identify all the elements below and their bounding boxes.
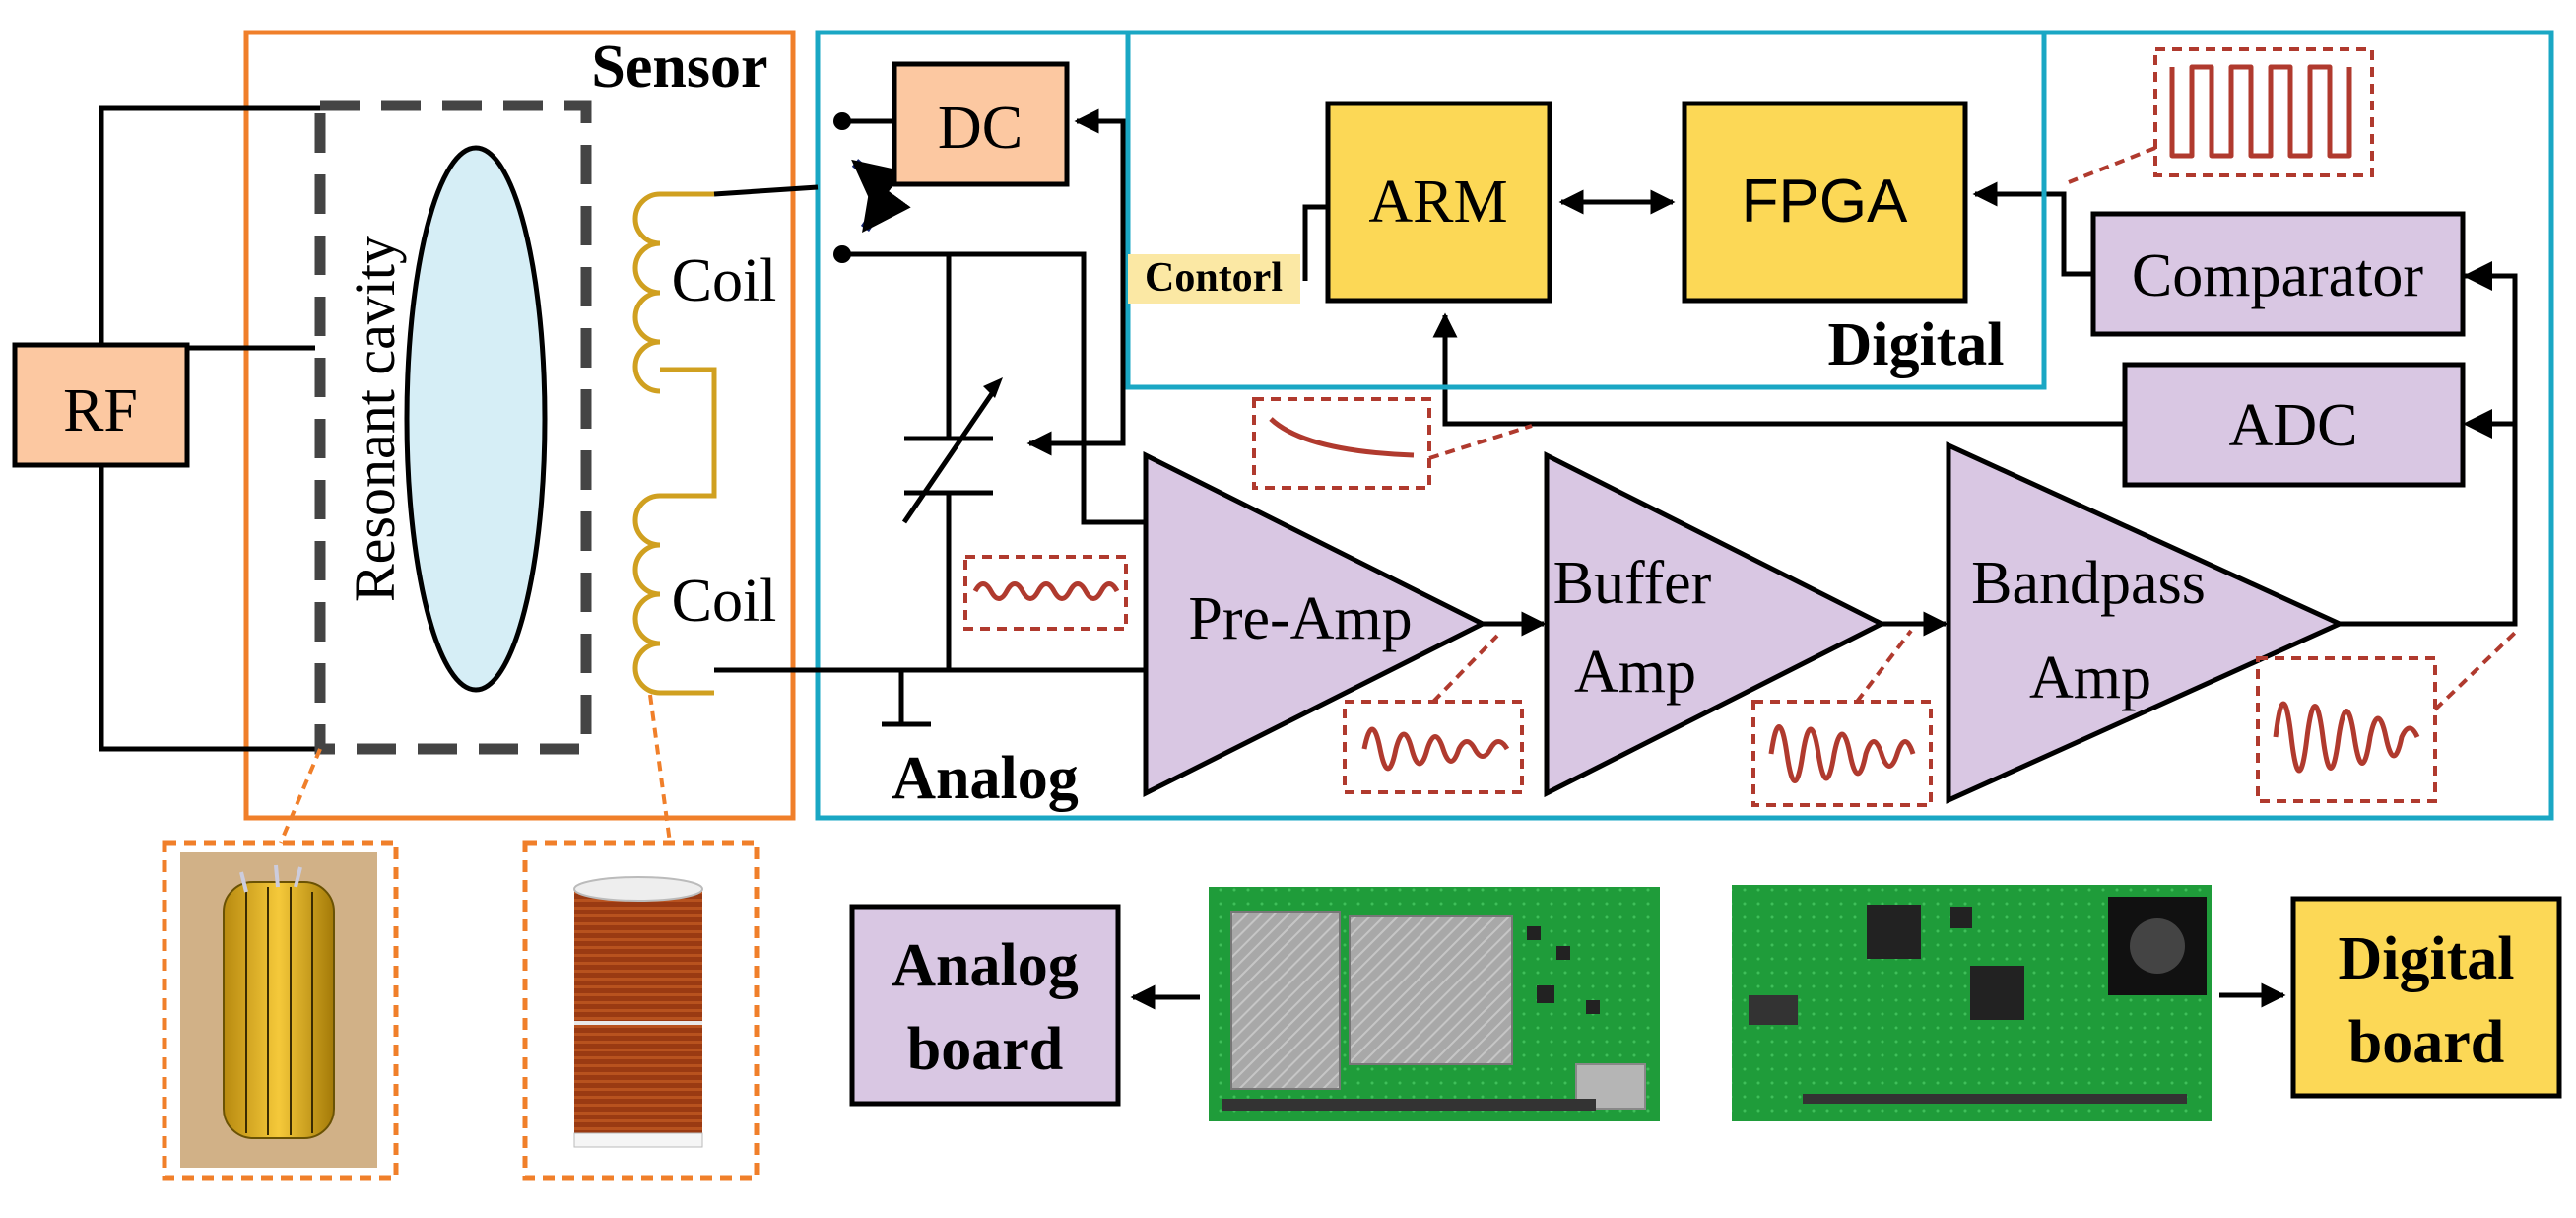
coil-bottom-label: Coil — [672, 568, 777, 635]
analog-board-box — [849, 904, 1121, 1107]
control-to-capacitor-wire — [1026, 281, 1126, 456]
analog-board-label-line1: Analog — [892, 932, 1078, 999]
buffer-amp-label-line2: Amp — [1574, 639, 1696, 706]
resonant-cavity-label: Resonant cavity — [343, 236, 407, 602]
resonant-cavity-outline — [314, 100, 592, 755]
cavity-photo-callout — [162, 840, 399, 1181]
input-signal-wave — [972, 581, 1120, 601]
dc-label: DC — [938, 95, 1023, 162]
arm-block — [1325, 101, 1552, 304]
fpga-block — [1682, 101, 1968, 304]
digital-board-label-line2: board — [2348, 1009, 2504, 1076]
variable-capacitor-icon — [901, 387, 998, 524]
resonant-cavity-ellipse — [404, 145, 548, 693]
adc-decay-callout — [1252, 397, 1431, 490]
buffer-amp-label-line1: Buffer — [1553, 550, 1712, 617]
analog-title: Analog — [892, 745, 1078, 812]
cavity-photo — [180, 852, 377, 1168]
fpga-label: FPGA — [1742, 168, 1908, 236]
arm-to-control-wire — [1302, 204, 1328, 281]
pre-amp-block — [1143, 450, 1488, 798]
square-wave — [2169, 64, 2352, 159]
capacitor-wire — [714, 254, 1146, 724]
adc-decay-leader — [1428, 424, 1533, 460]
analog-board-label-line2: board — [907, 1016, 1063, 1083]
coil-photo-callout — [522, 840, 760, 1181]
comparator-label: Comparator — [2132, 242, 2423, 309]
adc-to-arm-wire — [1432, 312, 2125, 427]
control-label: Contorl — [1145, 255, 1283, 301]
switch-terminal-top — [833, 112, 851, 130]
sensor-title: Sensor — [591, 34, 767, 101]
to-adc-arrowhead — [2463, 409, 2492, 439]
digital-pcb-photo — [1732, 885, 2212, 1121]
bandpass-amp-label-line1: Bandpass — [1971, 550, 2206, 617]
bandpass-amp-output-wave — [2273, 701, 2420, 774]
rf-block — [12, 342, 190, 468]
digital-board-label-line1: Digital — [2338, 925, 2514, 992]
buffer-amp-block — [1544, 450, 1887, 798]
coil-top-label: Coil — [672, 247, 777, 314]
bandpass-amp-output-callout — [2256, 656, 2437, 803]
coil-top — [632, 191, 717, 696]
pre-amp-output-leader — [1431, 634, 1499, 704]
pre-amp-output-wave — [1361, 726, 1510, 772]
cavity-photo-leader — [279, 748, 322, 844]
rf-wire — [99, 105, 320, 752]
variable-capacitor-arrowhead — [983, 377, 1003, 398]
to-comparator-arrowhead — [2463, 261, 2492, 291]
ground-icon — [882, 690, 931, 727]
buffer-amp-output-callout — [1751, 700, 1933, 807]
bandpass-amp-label-line2: Amp — [2029, 644, 2151, 711]
analog-pcb-photo — [1209, 887, 1660, 1121]
buffer-amp-output-wave — [1768, 724, 1916, 783]
bandpass-amp-output-leader — [2433, 631, 2517, 711]
sensor-border — [243, 30, 796, 821]
adc-label: ADC — [2229, 392, 2358, 459]
pre-amp-label: Pre-Amp — [1188, 585, 1412, 652]
coil-photo — [573, 876, 703, 1148]
control-to-dc-wire — [1074, 108, 1126, 281]
rf-label: RF — [63, 377, 138, 444]
bandpass-amp-block — [1946, 441, 2346, 804]
control-label-bg — [1128, 254, 1300, 304]
square-wave-callout — [2153, 47, 2374, 177]
digital-border — [1125, 30, 2047, 390]
digital-title: Digital — [1827, 311, 2004, 378]
square-wave-leader — [2068, 146, 2156, 184]
arm-label: ARM — [1368, 169, 1507, 236]
switch-terminal-bottom — [833, 245, 851, 263]
comparator-block — [2090, 211, 2466, 337]
pre-amp-output-callout — [1343, 700, 1524, 794]
digital-board-box — [2290, 896, 2562, 1099]
adc-block — [2122, 362, 2466, 488]
dc-block — [892, 61, 1070, 187]
comparator-to-fpga-wire — [1972, 181, 2093, 277]
buffer-amp-output-leader — [1855, 629, 1913, 704]
coil-photo-leader — [648, 694, 672, 844]
switch-arrow-icon — [851, 159, 911, 234]
adc-decay-curve — [1269, 417, 1415, 458]
